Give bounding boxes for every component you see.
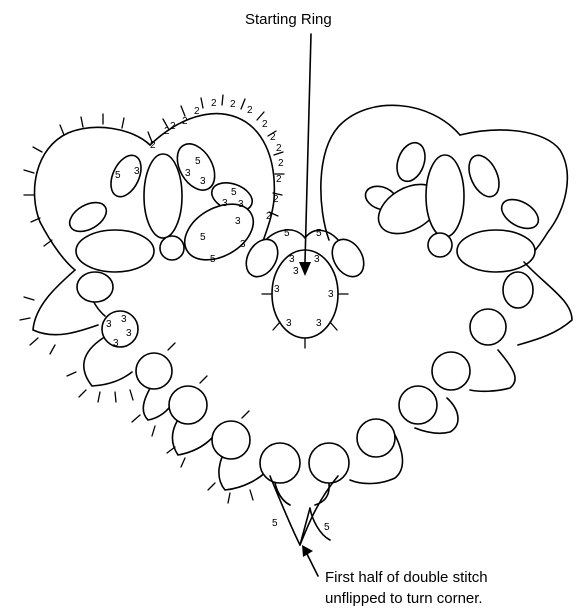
count-label: 5 bbox=[231, 187, 237, 198]
count-label: 2 bbox=[182, 116, 188, 127]
right-side-ring-1 bbox=[503, 272, 533, 308]
right-side-ring-2 bbox=[470, 309, 506, 345]
left-small-ring bbox=[105, 151, 147, 202]
count-label: 3 bbox=[289, 254, 295, 265]
count-label: 5 bbox=[272, 518, 278, 529]
count-label: 3 bbox=[113, 338, 119, 349]
count-label: 5 bbox=[195, 156, 201, 167]
count-label: 3 bbox=[316, 318, 322, 329]
count-label: 5 bbox=[210, 254, 216, 265]
left-large-ring bbox=[76, 230, 154, 272]
left-chain-ring-2 bbox=[169, 386, 207, 424]
count-label: 5 bbox=[284, 228, 290, 239]
count-label: 3 bbox=[274, 284, 280, 295]
starting-ring-arrow-line bbox=[305, 34, 311, 262]
right-joining-ring bbox=[428, 233, 452, 257]
left-center-ring bbox=[144, 154, 182, 238]
count-label: 3 bbox=[328, 289, 334, 300]
starting-ring-label: Starting Ring bbox=[245, 11, 332, 28]
corner-note-line2: unflipped to turn corner. bbox=[325, 590, 483, 607]
count-label: 2 bbox=[266, 211, 272, 222]
count-label: 2 bbox=[170, 121, 176, 132]
count-label: 3 bbox=[200, 176, 206, 187]
right-cluster-ring-2 bbox=[392, 139, 430, 185]
right-large-ring bbox=[457, 230, 535, 272]
count-label: 3 bbox=[106, 319, 112, 330]
count-label: 5 bbox=[115, 170, 121, 181]
count-label: 3 bbox=[121, 314, 127, 325]
count-label: 2 bbox=[273, 194, 279, 205]
count-label: 2 bbox=[150, 140, 156, 151]
count-label: 2 bbox=[276, 143, 282, 154]
count-label: 3 bbox=[235, 216, 241, 227]
count-label: 2 bbox=[278, 158, 284, 169]
count-label: 3 bbox=[314, 254, 320, 265]
count-label: 2 bbox=[276, 174, 282, 185]
right-oval-ring bbox=[497, 194, 544, 235]
count-label: 3 bbox=[286, 318, 292, 329]
bottom-left-ring bbox=[260, 443, 300, 483]
count-label: 2 bbox=[262, 119, 268, 130]
count-label: 3 bbox=[126, 328, 132, 339]
count-label: 5 bbox=[324, 522, 330, 533]
right-chain-ring-1 bbox=[432, 352, 470, 390]
bottom-right-ring bbox=[309, 443, 349, 483]
count-label: 3 bbox=[240, 239, 246, 250]
count-label: 3 bbox=[185, 168, 191, 179]
right-chain-ring-2 bbox=[399, 386, 437, 424]
count-label: 2 bbox=[230, 99, 236, 110]
count-label: 3 bbox=[222, 198, 228, 209]
right-chain-ring-3 bbox=[357, 419, 395, 457]
count-label: 2 bbox=[270, 132, 276, 143]
count-label: 3 bbox=[238, 199, 244, 210]
count-label: 2 bbox=[211, 98, 217, 109]
bottom-point bbox=[270, 476, 338, 545]
count-label: 2 bbox=[194, 106, 200, 117]
right-center-ring bbox=[426, 155, 464, 237]
left-chain-ring-1 bbox=[136, 353, 172, 389]
left-joining-ring bbox=[160, 236, 184, 260]
count-label: 3 bbox=[134, 166, 140, 177]
right-small-ring-outer bbox=[463, 151, 505, 202]
count-label: 3 bbox=[293, 266, 299, 277]
corner-note-line1: First half of double stitch bbox=[325, 569, 488, 586]
corner-arrow-line bbox=[306, 552, 318, 576]
left-side-ring-1 bbox=[77, 272, 113, 302]
left-chain-ring-3 bbox=[212, 421, 250, 459]
count-label: 5 bbox=[200, 232, 206, 243]
count-label: 5 bbox=[316, 228, 322, 239]
count-label: 2 bbox=[247, 105, 253, 116]
